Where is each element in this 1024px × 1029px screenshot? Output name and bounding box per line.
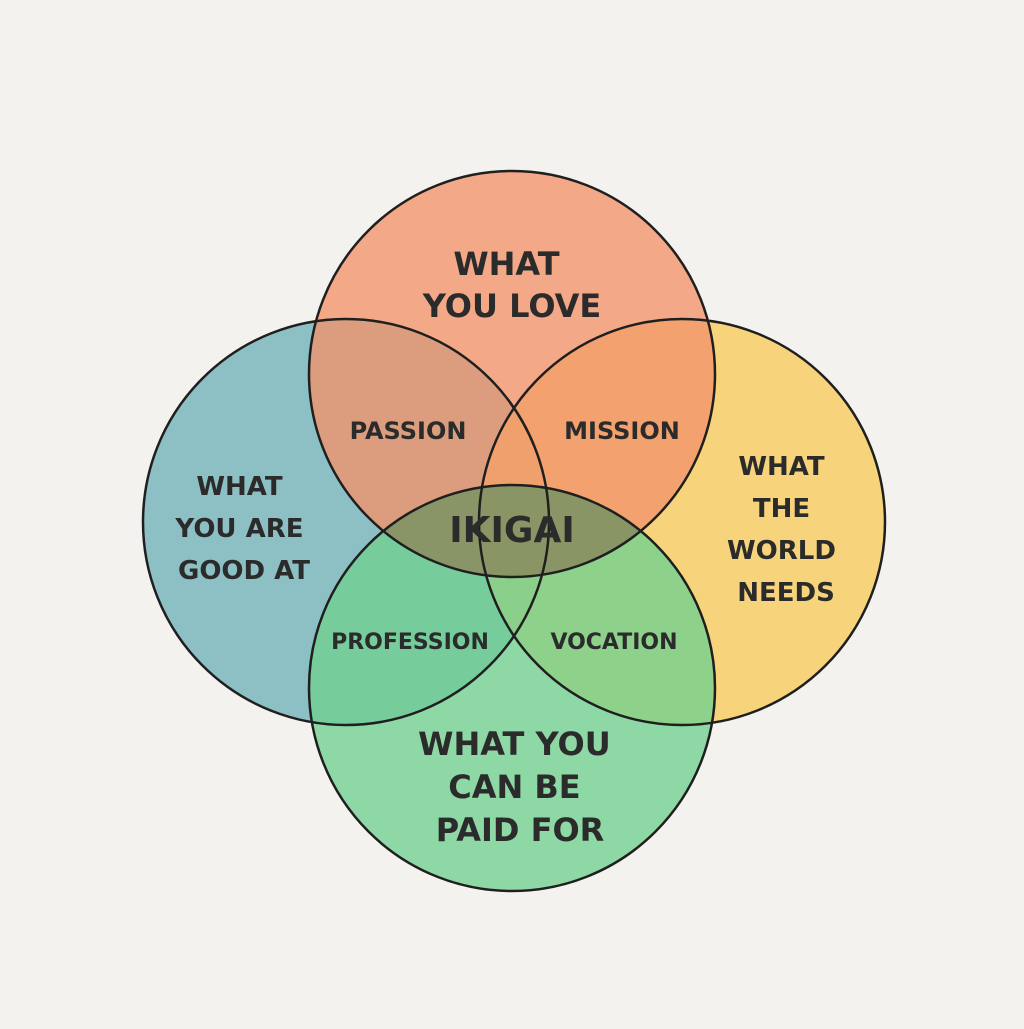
paid-for-label: WHAT YOU CAN BE PAID FOR: [418, 725, 622, 849]
ikigai-label: IKIGAI: [449, 510, 575, 551]
profession-label: PROFESSION: [331, 630, 489, 655]
love-circle: [309, 171, 715, 577]
vocation-label: VOCATION: [550, 630, 677, 655]
circle-outlines: [141, 169, 887, 893]
love-label: WHAT YOU LOVE: [422, 245, 602, 325]
passion-label: PASSION: [350, 417, 467, 445]
good-at-label: WHAT YOU ARE GOOD AT: [174, 472, 312, 586]
mission-label: MISSION: [564, 417, 680, 445]
paid-for-circle: [309, 485, 715, 891]
world-needs-label: WHAT THE WORLD NEEDS: [727, 452, 845, 608]
